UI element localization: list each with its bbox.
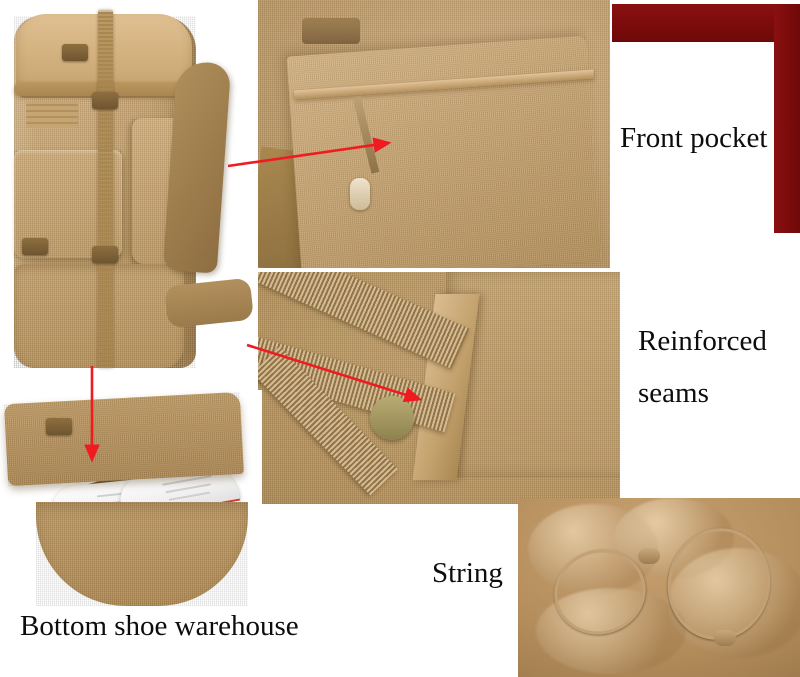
main-backpack-photo [0,0,258,382]
carry-handle [302,18,360,44]
front-pocket-flap [286,35,602,268]
caption-string: String [432,557,503,589]
caption-bottom-shoe-warehouse: Bottom shoe warehouse [20,610,299,642]
drawstring-photo [518,498,800,677]
red-corner-bracket-horizontal [612,4,800,42]
compression-strap-top [98,10,113,102]
caption-front-pocket: Front pocket [620,122,768,154]
buckle-upper [92,92,118,109]
reinforced-seams-photo [258,272,620,504]
zipper-pull-icon [350,178,370,210]
compression-strap-mid [98,108,113,256]
caption-reinforced-line2: seams [638,377,709,409]
molle-webbing-patch [26,102,78,128]
compartment-buckle [46,418,72,435]
compartment-flap-texture [4,391,244,487]
caption-reinforced-line1: Reinforced [638,325,767,357]
drawstring-cinch-knot [638,548,660,564]
waist-belt [164,277,254,329]
buckle-lower [92,246,118,263]
strap-adjuster-ring [370,396,414,440]
red-corner-bracket-vertical [774,4,800,233]
sneaker-right-lace-3 [168,491,211,501]
compartment-flap [4,391,244,487]
front-pocket-photo [258,0,610,268]
shoe-compartment-photo [0,390,262,610]
drawstring-end-knot [714,630,736,646]
flap-texture [286,35,602,268]
buckle-lid [62,44,88,61]
compression-strap-lower [98,262,113,368]
fabric-ruche-4 [536,588,686,674]
buckle-side [22,238,48,255]
